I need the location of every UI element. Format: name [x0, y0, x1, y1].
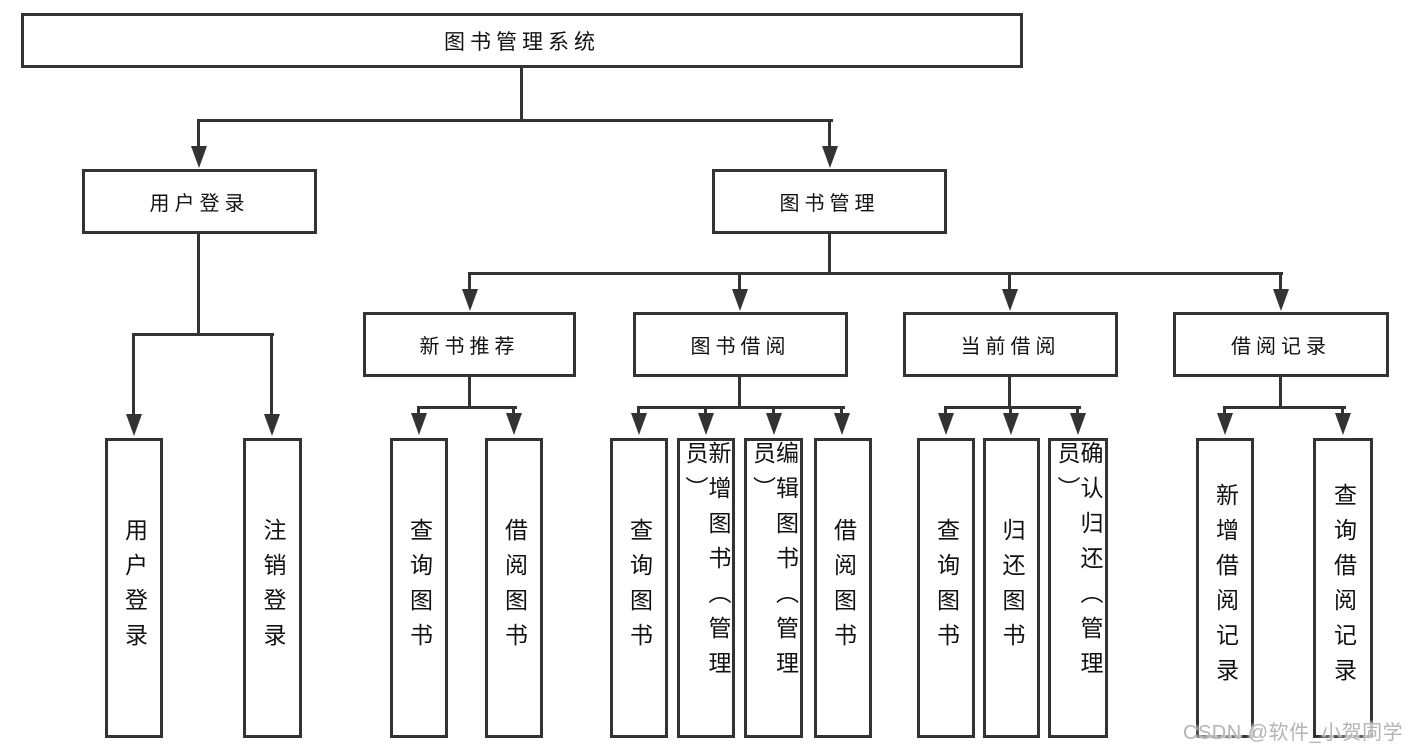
- node-new-book-rec: 新书推荐: [363, 312, 576, 377]
- connector-leaf-shaft: [704, 406, 707, 418]
- connector-leaf-user-login-shaft: [132, 333, 135, 417]
- node-leaf-borrow-book-2: 借阅图书: [814, 438, 872, 738]
- connector-book-borrow-stub: [738, 377, 741, 408]
- connector-book-borrow-rail: [637, 406, 845, 409]
- node-current-borrow: 当前借阅: [903, 312, 1118, 377]
- node-leaf-logout: 注销登录: [243, 438, 302, 738]
- arrowhead-leaf-add-book-icon: [698, 413, 714, 435]
- arrowhead-user-login-icon: [191, 146, 207, 168]
- connector-leaf-shaft: [1223, 406, 1226, 418]
- connector-borrow-record-stub: [1279, 377, 1282, 408]
- connector-new-book-rec-stub: [468, 377, 471, 408]
- arrowhead-borrow-record-icon: [1273, 289, 1289, 311]
- connector-leaf-shaft: [637, 406, 640, 418]
- node-leaf-add-book-label: 新增图书（管理员）: [682, 441, 731, 686]
- node-leaf-return-book-label: 归还图书: [999, 518, 1025, 658]
- node-root-label: 图书管理系统: [444, 30, 600, 54]
- connector-borrow-record-rail: [1223, 406, 1346, 409]
- connector-book-borrow-shaft: [738, 272, 741, 294]
- node-leaf-edit-book-label: 编辑图书（管理员）: [749, 441, 799, 686]
- connector-leaf-shaft: [512, 406, 515, 418]
- arrowhead-book-borrow-icon: [732, 289, 748, 311]
- connector-new-book-rec-rail: [417, 406, 517, 409]
- connector-book-mgmt-rail: [468, 272, 1283, 275]
- node-book-mgmt: 图书管理: [712, 169, 947, 234]
- arrowhead-leaf-query-book-1-icon: [411, 413, 427, 435]
- node-new-book-rec-label: 新书推荐: [419, 336, 520, 358]
- node-book-borrow: 图书借阅: [633, 312, 848, 377]
- node-leaf-user-login: 用户登录: [105, 438, 163, 738]
- arrowhead-leaf-add-record-icon: [1217, 413, 1233, 435]
- connector-root-right-shaft: [828, 119, 831, 150]
- arrowhead-leaf-query-book-2-icon: [631, 413, 647, 435]
- arrowhead-new-book-rec-icon: [462, 289, 478, 311]
- connector-leaf-shaft: [1076, 406, 1079, 418]
- node-user-login-label: 用户登录: [149, 193, 250, 215]
- arrowhead-leaf-return-book-icon: [1003, 413, 1019, 435]
- connector-root-stub: [520, 68, 523, 121]
- node-book-mgmt-label: 图书管理: [779, 193, 880, 215]
- node-leaf-add-record-label: 新增借阅记录: [1212, 483, 1239, 693]
- node-book-borrow-label: 图书借阅: [690, 336, 791, 358]
- connector-leaf-shaft: [1009, 406, 1012, 418]
- node-leaf-borrow-book-2-label: 借阅图书: [830, 518, 857, 658]
- arrowhead-book-mgmt-icon: [822, 146, 838, 168]
- node-leaf-query-book-1: 查询图书: [390, 438, 448, 738]
- connector-borrow-record-shaft: [1279, 272, 1282, 294]
- connector-root-rail: [197, 119, 833, 122]
- node-leaf-return-book: 归还图书: [983, 438, 1040, 738]
- connector-current-borrow-rail: [944, 406, 1081, 409]
- node-leaf-borrow-book-1-label: 借阅图书: [501, 518, 528, 658]
- node-leaf-borrow-book-1: 借阅图书: [485, 438, 543, 738]
- node-leaf-query-book-1-label: 查询图书: [406, 518, 433, 658]
- connector-new-book-rec-shaft: [468, 272, 471, 294]
- arrowhead-current-borrow-icon: [1002, 289, 1018, 311]
- node-leaf-confirm-return: 确认归还（管理员）: [1048, 438, 1108, 738]
- arrowhead-leaf-edit-book-icon: [766, 413, 782, 435]
- connector-book-mgmt-stub: [828, 234, 831, 275]
- node-leaf-query-book-2-label: 查询图书: [626, 518, 653, 658]
- node-borrow-record-label: 借阅记录: [1231, 336, 1331, 358]
- node-leaf-logout-label: 注销登录: [260, 518, 286, 658]
- arrowhead-leaf-user-login-icon: [126, 414, 142, 436]
- node-leaf-user-login-label: 用户登录: [121, 518, 148, 658]
- node-leaf-query-record: 查询借阅记录: [1313, 438, 1373, 738]
- node-leaf-confirm-return-label: 确认归还（管理员）: [1054, 441, 1103, 686]
- connector-leaf-shaft: [944, 406, 947, 418]
- connector-user-login-stub: [197, 234, 200, 336]
- connector-current-borrow-shaft: [1008, 272, 1011, 294]
- node-leaf-add-book: 新增图书（管理员）: [677, 438, 735, 738]
- arrowhead-leaf-logout-icon: [264, 414, 280, 436]
- node-leaf-add-record: 新增借阅记录: [1196, 438, 1254, 738]
- connector-leaf-shaft: [772, 406, 775, 418]
- connector-leaf-logout-shaft: [270, 333, 273, 417]
- connector-user-login-rail: [132, 333, 274, 336]
- arrowhead-leaf-confirm-return-icon: [1070, 413, 1086, 435]
- node-root: 图书管理系统: [21, 13, 1023, 68]
- node-current-borrow-label: 当前借阅: [960, 336, 1061, 358]
- node-leaf-query-book-2: 查询图书: [610, 438, 668, 738]
- connector-leaf-shaft: [1341, 406, 1344, 418]
- node-user-login: 用户登录: [82, 169, 317, 234]
- connector-root-left-shaft: [197, 119, 200, 150]
- node-leaf-edit-book: 编辑图书（管理员）: [744, 438, 803, 738]
- node-borrow-record: 借阅记录: [1173, 312, 1389, 377]
- node-leaf-query-record-label: 查询借阅记录: [1330, 483, 1357, 693]
- arrowhead-leaf-query-book-3-icon: [938, 413, 954, 435]
- connector-leaf-shaft: [840, 406, 843, 418]
- connector-leaf-shaft: [417, 406, 420, 418]
- arrowhead-leaf-borrow-book-1-icon: [506, 413, 522, 435]
- arrowhead-leaf-query-record-icon: [1335, 413, 1351, 435]
- connector-current-borrow-stub: [1008, 377, 1011, 408]
- csdn-watermark: CSDN @软件_小贺同学: [1183, 722, 1404, 744]
- arrowhead-leaf-borrow-book-2-icon: [834, 413, 850, 435]
- node-leaf-query-book-3: 查询图书: [917, 438, 975, 738]
- node-leaf-query-book-3-label: 查询图书: [933, 518, 960, 658]
